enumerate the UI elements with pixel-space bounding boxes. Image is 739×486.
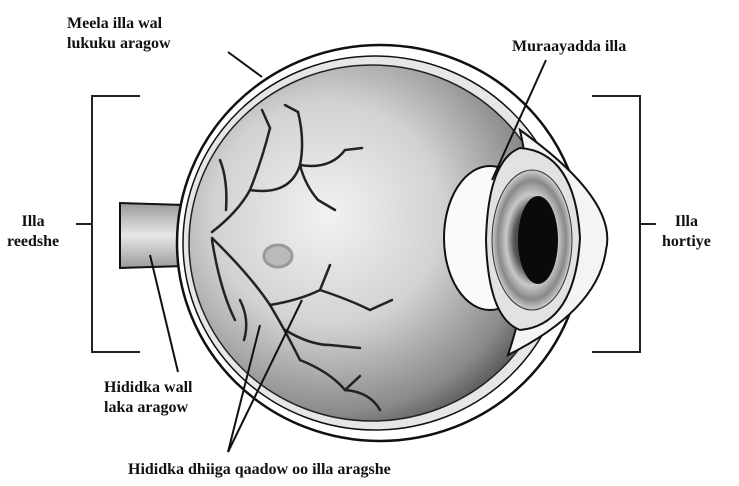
pupil [518, 196, 558, 284]
lens-label: Muraayadda illa [512, 37, 626, 57]
posterior-label-line1: Illa [7, 212, 59, 232]
optic-nerve-label-line1: Hididka wall [104, 378, 192, 398]
macula [264, 245, 292, 267]
anterior-label: Illa hortiye [662, 212, 711, 252]
blood-vessels-label: Hididka dhiiga qaadow oo illa aragshe [128, 460, 391, 480]
sclera-label-line1: Meela illa wal [67, 14, 171, 34]
posterior-label-line2: reedshe [7, 232, 59, 252]
optic-nerve-label: Hididka wall laka aragow [104, 378, 192, 418]
sclera-label-line2: lukuku aragow [67, 34, 171, 54]
optic-nerve-label-line2: laka aragow [104, 398, 192, 418]
posterior-label: Illa reedshe [7, 212, 59, 252]
anterior-label-line1: Illa [662, 212, 711, 232]
sclera-label: Meela illa wal lukuku aragow [67, 14, 171, 54]
anterior-label-line2: hortiye [662, 232, 711, 252]
